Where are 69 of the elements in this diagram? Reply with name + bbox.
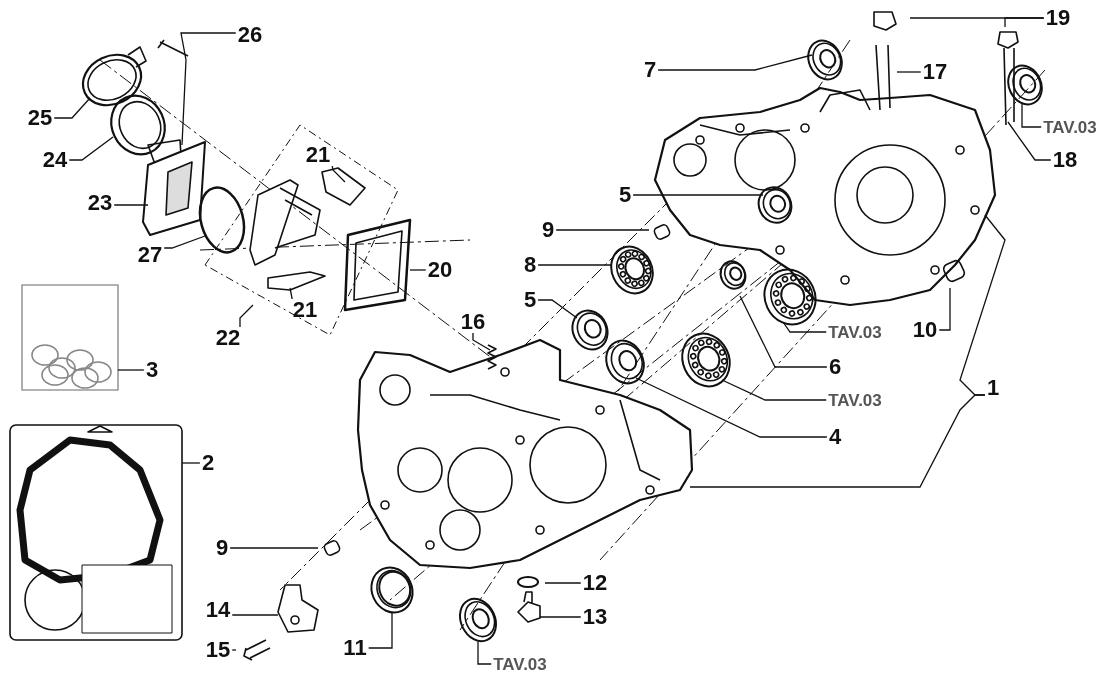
callout-number: 18 — [1052, 149, 1078, 171]
leader-line — [180, 32, 237, 146]
callout-number: 15 — [205, 639, 231, 661]
callout-number: 7 — [643, 59, 657, 81]
leader-line — [721, 379, 827, 401]
callout-number: 11 — [343, 637, 367, 659]
callout-number: 5 — [523, 289, 537, 311]
callout-number: 5 — [618, 184, 632, 206]
leader-line — [113, 204, 149, 206]
reference-label: TAV.03 — [493, 655, 547, 673]
callout-number: 9 — [215, 537, 229, 559]
callout-number: 20 — [427, 259, 453, 281]
callout-number: 27 — [137, 244, 163, 266]
leader-line — [657, 54, 813, 71]
leader-line — [938, 287, 951, 331]
leader-line — [555, 229, 650, 231]
callout-number: 13 — [582, 606, 608, 628]
callout-number: 4 — [828, 426, 842, 448]
leader-line — [632, 194, 764, 196]
leader-line — [1004, 17, 1045, 28]
leader-line — [472, 332, 491, 351]
callout-number: 21 — [292, 299, 318, 321]
leader-line — [537, 299, 578, 319]
callout-number: 14 — [205, 599, 231, 621]
leader-line — [229, 547, 319, 549]
callout-number: 3 — [145, 359, 159, 381]
callout-number: 17 — [922, 61, 948, 83]
callout-number: 23 — [87, 192, 113, 214]
leader-line — [231, 614, 279, 616]
leader-line — [477, 641, 492, 665]
callout-number: 2 — [201, 452, 215, 474]
callout-number: 25 — [27, 107, 53, 129]
callout-number: 21 — [305, 144, 331, 166]
leader-line — [289, 287, 293, 300]
callout-number: 10 — [912, 319, 938, 341]
reference-label: TAV.03 — [828, 323, 882, 341]
leader-line — [689, 394, 986, 488]
callout-number: 16 — [460, 311, 486, 333]
leader-line — [53, 97, 91, 119]
leader-line — [739, 295, 828, 368]
leader-line — [896, 71, 922, 73]
leader-line — [409, 269, 427, 271]
callout-number: 1 — [986, 377, 1000, 399]
callout-number: 12 — [582, 572, 608, 594]
leader-line — [68, 136, 114, 161]
callout-number: 8 — [523, 254, 537, 276]
leader-line — [163, 235, 206, 249]
reference-label: TAV.03 — [828, 391, 882, 409]
callout-number: 26 — [237, 24, 263, 46]
callout-number: 24 — [42, 149, 68, 171]
leader-line — [959, 214, 1006, 396]
leader-line — [782, 321, 827, 333]
leader-line — [181, 462, 201, 464]
leader-line — [544, 582, 582, 584]
reference-label: TAV.03 — [1043, 118, 1097, 136]
leader-line — [231, 649, 237, 651]
callout-number: 19 — [1045, 7, 1071, 29]
callout-number: 22 — [215, 327, 241, 349]
callout-number: 6 — [828, 356, 842, 378]
leader-line — [635, 377, 828, 438]
leader-line — [539, 616, 582, 618]
callout-number: 9 — [541, 219, 555, 241]
leader-line — [1007, 121, 1052, 161]
leader-line — [239, 304, 254, 328]
leader-line — [1021, 102, 1042, 128]
leader-line — [331, 165, 346, 183]
leader-line — [117, 369, 145, 371]
leader-line — [537, 264, 613, 266]
leader-line — [368, 612, 393, 649]
